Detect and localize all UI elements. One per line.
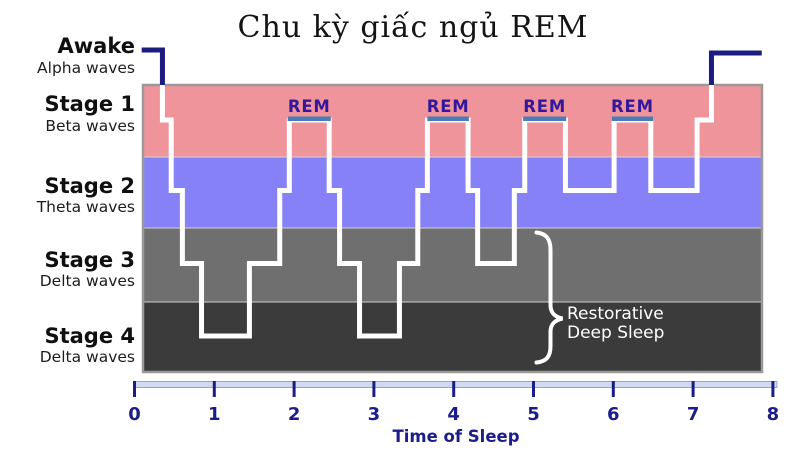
stage-band-3: [143, 228, 762, 302]
rem-underline-1: [287, 116, 331, 121]
rem-label-1: REM: [288, 97, 331, 116]
rem-underline-3: [523, 116, 567, 121]
rem-periods-group: REM REM REM REM: [287, 97, 654, 121]
annotation-line1: Restorative: [567, 304, 664, 324]
x-tick-label-5: 5: [527, 404, 540, 425]
stage-label-2: Stage 2: [44, 174, 135, 198]
rem-label-2: REM: [427, 97, 470, 116]
stage-label-3: Stage 3: [44, 248, 135, 272]
stage-label-0: Awake: [58, 34, 135, 58]
awake-lines-group: [141, 47, 762, 87]
x-tick-label-6: 6: [607, 404, 620, 425]
x-tick-label-7: 7: [687, 404, 700, 425]
deep-sleep-brace: [534, 230, 564, 365]
stage-sublabel-3: Delta waves: [40, 272, 135, 290]
hypnogram-line: [159, 85, 714, 339]
x-tick-label-0: 0: [128, 404, 141, 425]
rem-label-3: REM: [523, 97, 566, 116]
x-tick-label-3: 3: [368, 404, 381, 425]
stage-sublabel-1: Beta waves: [45, 117, 135, 135]
x-axis-label: Time of Sleep: [392, 427, 519, 446]
x-tick-label-2: 2: [288, 404, 301, 425]
rem-label-4: REM: [611, 97, 654, 116]
rem-underline-2: [427, 116, 469, 121]
plot-border: [141, 83, 764, 374]
x-tick-label-8: 8: [767, 404, 780, 425]
x-tick-label-1: 1: [208, 404, 221, 425]
stage-label-1: Stage 1: [44, 92, 135, 116]
rem-underline-4: [611, 116, 654, 121]
awake-line-end: [708, 50, 762, 85]
stage-sublabel-4: Delta waves: [40, 348, 135, 366]
chart-title: Chu kỳ giấc ngủ REM: [238, 10, 589, 45]
awake-line-start: [141, 47, 165, 87]
stage-label-4: Stage 4: [44, 324, 135, 348]
stage-sublabel-0: Alpha waves: [37, 59, 135, 77]
x-axis-bar: [133, 381, 778, 388]
stage-sublabel-2: Theta waves: [36, 198, 135, 216]
stage-bands-group: [141, 83, 764, 374]
annotation-line2: Deep Sleep: [567, 323, 664, 343]
x-tick-label-4: 4: [447, 404, 460, 425]
hypnogram-group: [159, 85, 714, 339]
x-axis-group: 0 1 2 3 4 5 6 7 8: [128, 381, 779, 425]
